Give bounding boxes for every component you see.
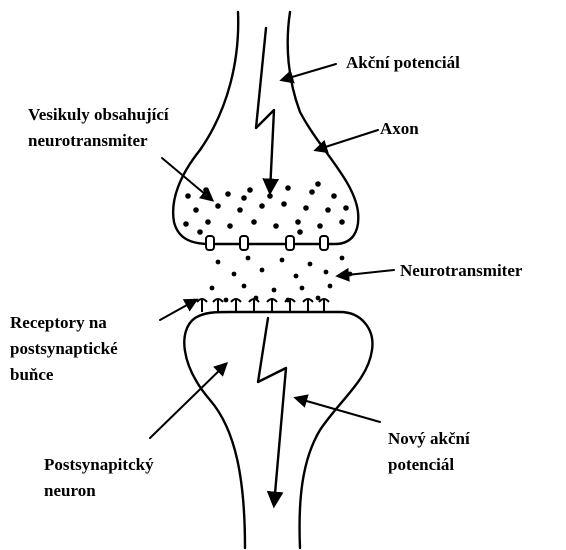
pointer-receptors bbox=[160, 300, 196, 320]
neurotransmitter-molecule bbox=[242, 284, 247, 289]
vesicle bbox=[325, 207, 331, 213]
pointer-axon bbox=[316, 130, 378, 150]
vesicle bbox=[203, 187, 209, 193]
neurotransmitter-molecule bbox=[246, 256, 251, 261]
vesicle bbox=[183, 221, 189, 227]
label-receptors-1: Receptory na bbox=[10, 313, 107, 332]
vesicle bbox=[205, 219, 211, 225]
vesicle bbox=[315, 181, 321, 187]
neurotransmitter-molecule bbox=[272, 288, 277, 293]
vesicle bbox=[215, 203, 221, 209]
neurotransmitter-molecule bbox=[294, 274, 299, 279]
receptor bbox=[197, 299, 207, 312]
postsynaptic-outline bbox=[184, 312, 372, 548]
neurotransmitter-molecule bbox=[260, 268, 265, 273]
label-neurotransmitter: Neurotransmiter bbox=[400, 261, 523, 280]
vesicle bbox=[285, 185, 291, 191]
label-new-action-potential-1: Nový akční bbox=[388, 429, 470, 448]
vesicle bbox=[331, 193, 337, 199]
neurotransmitter-molecule bbox=[308, 262, 313, 267]
vesicle bbox=[317, 223, 323, 229]
neurotransmitter-molecules bbox=[210, 256, 353, 303]
label-receptors-2: postsynaptické bbox=[10, 339, 118, 358]
vesicle bbox=[225, 191, 231, 197]
label-axon: Axon bbox=[380, 119, 419, 138]
new-action-potential-arrow bbox=[258, 318, 286, 505]
vesicle bbox=[237, 207, 243, 213]
vesicle bbox=[343, 205, 349, 211]
vesicle bbox=[309, 189, 315, 195]
label-postsynaptic-2: neuron bbox=[44, 481, 96, 500]
receptor bbox=[249, 299, 259, 312]
vesicle bbox=[295, 219, 301, 225]
label-vesicles-1: Vesikuly obsahující bbox=[28, 105, 169, 124]
vesicle bbox=[241, 195, 247, 201]
receptor bbox=[319, 299, 329, 312]
vesicle bbox=[197, 229, 203, 235]
receptor bbox=[231, 299, 241, 312]
neurotransmitter-molecule bbox=[300, 286, 305, 291]
presynaptic-terminal bbox=[173, 12, 358, 250]
label-postsynaptic-1: Postsynapitcký bbox=[44, 455, 154, 474]
neurotransmitter-molecule bbox=[324, 270, 329, 275]
receptor bbox=[267, 299, 277, 312]
postsynaptic-neuron bbox=[184, 299, 372, 548]
label-receptors-3: buňce bbox=[10, 365, 54, 384]
vesicle bbox=[193, 207, 199, 213]
neurotransmitter-molecule bbox=[224, 298, 229, 303]
receptor bbox=[303, 299, 313, 312]
neurotransmitter-molecule bbox=[316, 296, 321, 301]
neurotransmitter-molecule bbox=[340, 256, 345, 261]
label-vesicles-2: neurotransmiter bbox=[28, 131, 148, 150]
vesicle bbox=[339, 219, 345, 225]
neurotransmitter-molecule bbox=[210, 286, 215, 291]
label-new-action-potential-2: potenciál bbox=[388, 455, 454, 474]
action-potential-arrow bbox=[256, 28, 274, 192]
label-action-potential: Akční potenciál bbox=[346, 53, 460, 72]
neurotransmitter-molecule bbox=[280, 258, 285, 263]
pointer-new-action-potential bbox=[296, 398, 380, 422]
neurotransmitter-molecule bbox=[232, 272, 237, 277]
vesicle bbox=[281, 201, 287, 207]
receptor bbox=[213, 299, 223, 312]
vesicle bbox=[247, 187, 253, 193]
vesicle bbox=[303, 205, 309, 211]
vesicle bbox=[259, 203, 265, 209]
vesicle bbox=[267, 193, 273, 199]
vesicle bbox=[251, 219, 257, 225]
pointer-postsynaptic bbox=[150, 364, 226, 438]
receptor bbox=[285, 299, 295, 312]
vesicle bbox=[185, 193, 191, 199]
neurotransmitter-molecule bbox=[328, 284, 333, 289]
receptors bbox=[197, 299, 329, 312]
pointer-neurotransmitter bbox=[338, 270, 394, 276]
neurotransmitter-molecule bbox=[216, 260, 221, 265]
vesicle bbox=[297, 229, 303, 235]
vesicle bbox=[273, 223, 279, 229]
vesicle bbox=[227, 223, 233, 229]
vesicles bbox=[183, 181, 349, 235]
